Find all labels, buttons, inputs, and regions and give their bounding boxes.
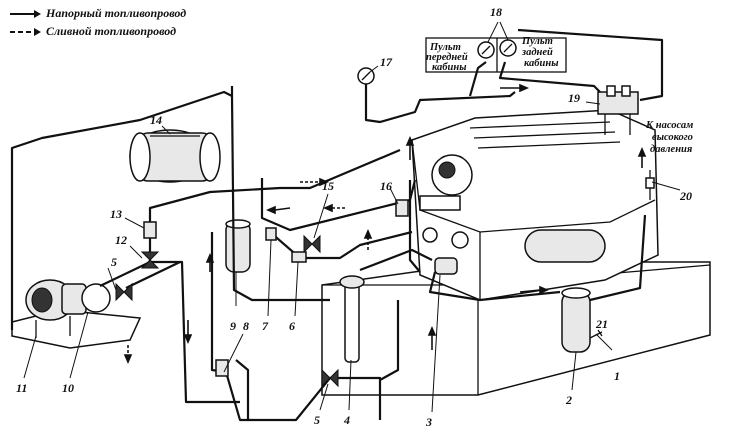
num-3: 3 [425, 415, 432, 429]
item-19-unit [597, 85, 639, 135]
num-20: 20 [679, 189, 692, 203]
num-14: 14 [150, 113, 162, 127]
front-cab-console-l1: Пульт [429, 42, 461, 53]
fuel-tank-14 [129, 129, 221, 183]
solid-arrow-icon [10, 9, 41, 18]
num-9: 9 [230, 319, 236, 333]
num-15: 15 [322, 179, 334, 193]
num-8: 8 [243, 319, 249, 333]
rear-cab-console-l1: Пульт [521, 36, 553, 47]
to-hp-pumps-l2: высокого [652, 132, 693, 143]
legend-drain-line: Сливной топливопровод [8, 24, 176, 39]
num-5-lower: 5 [314, 413, 320, 427]
num-11: 11 [16, 381, 27, 395]
legend-pressure-line: Напорный топливопровод [8, 6, 186, 21]
num-6: 6 [289, 319, 295, 333]
legend-drain-label: Сливной топливопровод [46, 24, 177, 38]
motor-pump-unit [11, 279, 142, 349]
rear-cab-console-l2: задней [521, 47, 553, 58]
leader-lines [23, 21, 681, 413]
tank-2 [561, 287, 603, 353]
num-7: 7 [262, 319, 269, 333]
num-19: 19 [568, 91, 580, 105]
item-numbers: 1 2 3 4 5 5 6 7 8 9 10 11 12 13 14 15 16… [16, 5, 692, 429]
num-5-upper: 5 [111, 255, 117, 269]
dashed-arrow-icon [10, 27, 41, 36]
num-1: 1 [614, 369, 620, 383]
drain-arrows [123, 83, 647, 365]
num-21: 21 [595, 317, 608, 331]
to-hp-pumps-l1: К насосам [645, 120, 693, 131]
num-18: 18 [490, 5, 502, 19]
diesel-engine [411, 109, 659, 301]
to-hp-pumps-l3: давления [650, 144, 693, 155]
front-cab-console-l3: кабины [432, 62, 467, 73]
num-12: 12 [115, 233, 127, 247]
num-4: 4 [343, 413, 350, 427]
num-2: 2 [565, 393, 572, 407]
front-cab-console-l2: передней [426, 52, 468, 63]
heater-4 [339, 275, 365, 363]
num-10: 10 [62, 381, 74, 395]
legend-pressure-label: Напорный топливопровод [46, 6, 187, 20]
valves [115, 199, 409, 388]
gauges [357, 37, 567, 85]
num-17: 17 [380, 55, 393, 69]
filter-9 [225, 219, 251, 273]
pressure-pipes [10, 28, 664, 422]
num-13: 13 [110, 207, 122, 221]
num-16: 16 [380, 179, 392, 193]
rear-cab-console-l3: кабины [524, 58, 559, 69]
